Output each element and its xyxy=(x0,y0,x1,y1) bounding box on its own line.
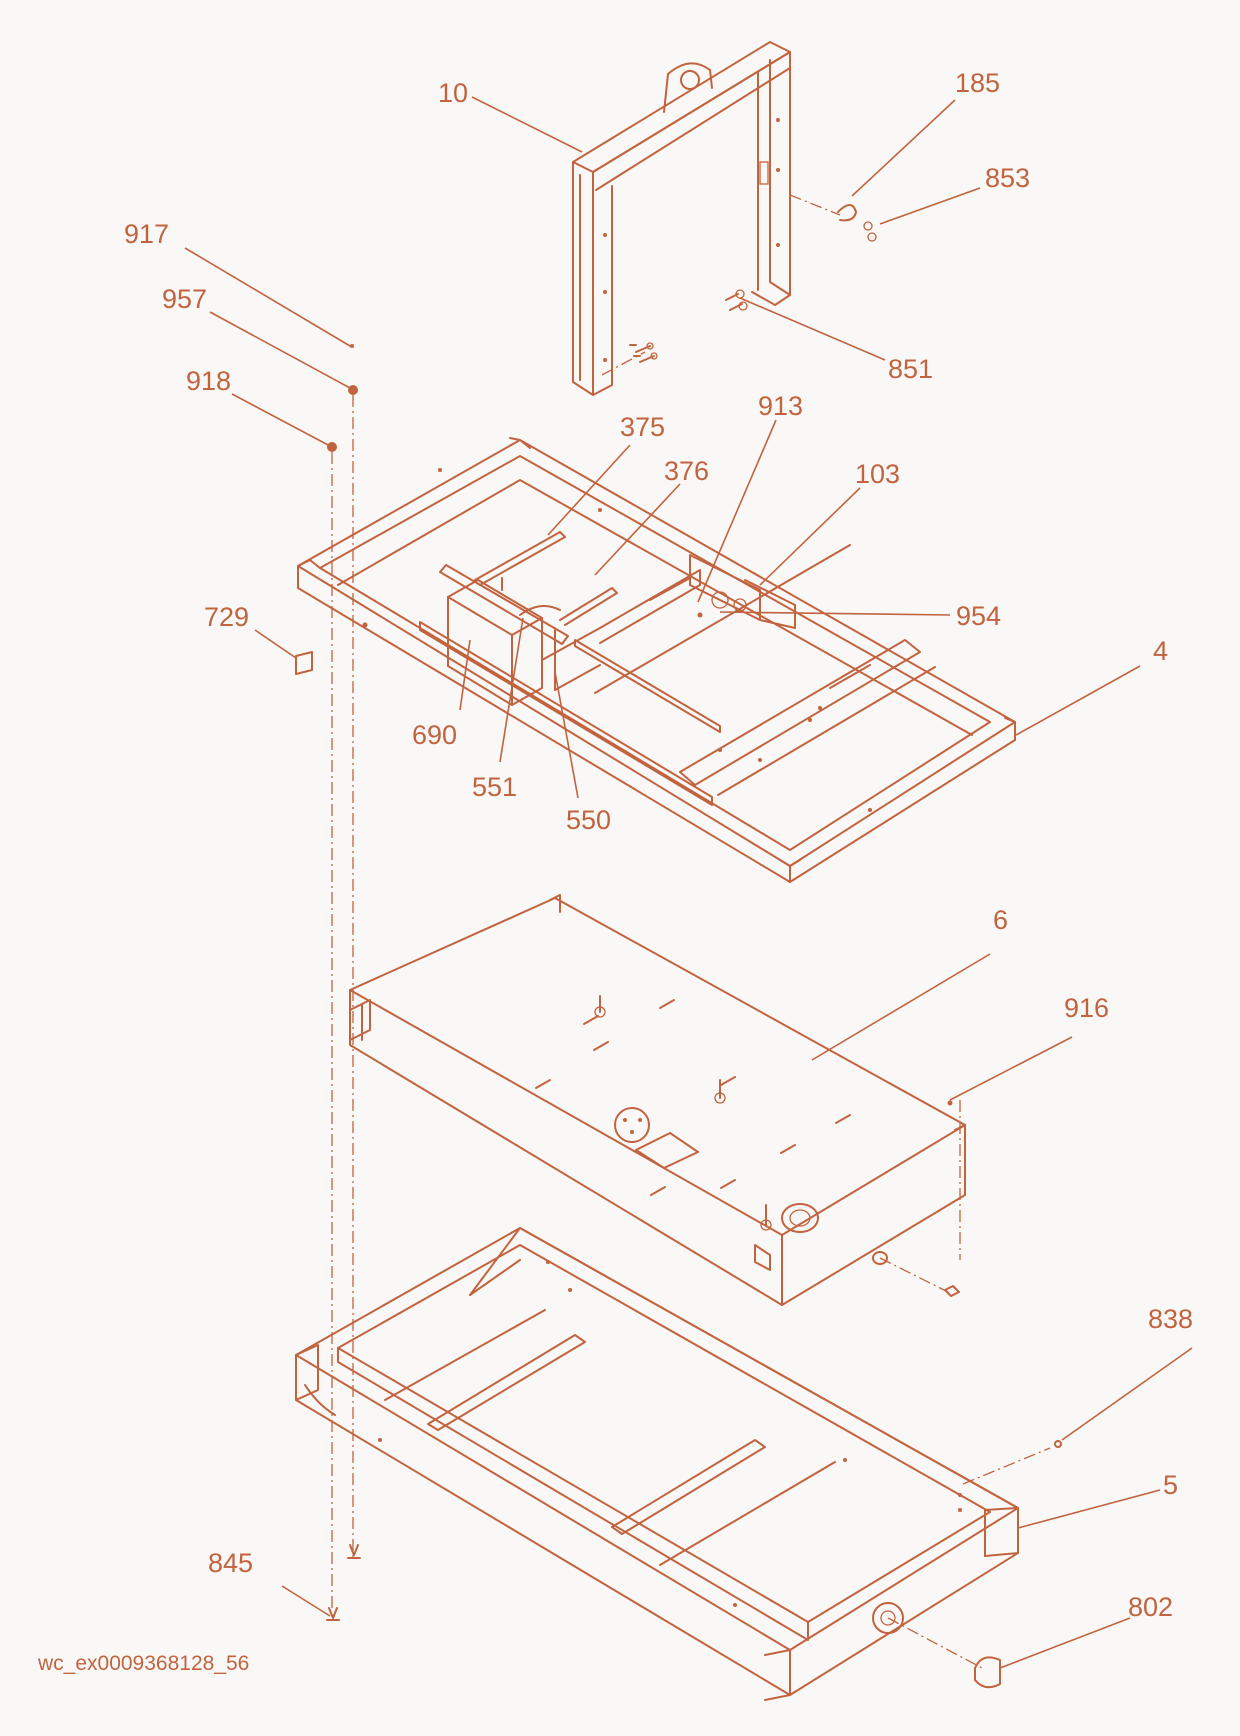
callout-729: 729 xyxy=(204,602,249,632)
callout-5: 5 xyxy=(1163,1470,1178,1500)
callout-6: 6 xyxy=(993,905,1008,935)
reference-code: wc_ex0009368128_56 xyxy=(37,1652,249,1675)
callout-376: 376 xyxy=(664,456,709,486)
callout-labels: 10 185 853 917 957 918 851 375 913 376 1… xyxy=(124,68,1193,1622)
callout-4: 4 xyxy=(1153,636,1168,666)
callout-957: 957 xyxy=(162,284,207,314)
callout-103: 103 xyxy=(855,459,900,489)
callout-916: 916 xyxy=(1064,993,1109,1023)
callout-838: 838 xyxy=(1148,1304,1193,1334)
callout-918: 918 xyxy=(186,366,231,396)
hardware-and-guide-lines xyxy=(295,344,1062,1621)
callout-10: 10 xyxy=(438,78,468,108)
part-6-water-tank xyxy=(349,894,966,1306)
callout-551: 551 xyxy=(472,772,517,802)
part-4-frame-assembly xyxy=(297,437,1016,883)
callout-853: 853 xyxy=(985,163,1030,193)
callout-802: 802 xyxy=(1128,1592,1173,1622)
callout-913: 913 xyxy=(758,391,803,421)
callout-954: 954 xyxy=(956,601,1001,631)
callout-375: 375 xyxy=(620,412,665,442)
callout-845: 845 xyxy=(208,1548,253,1578)
callout-185: 185 xyxy=(955,68,1000,98)
part-10-lifting-frame xyxy=(572,41,877,396)
callout-550: 550 xyxy=(566,805,611,835)
callout-917: 917 xyxy=(124,219,169,249)
leader-lines xyxy=(184,96,1193,1669)
callout-851: 851 xyxy=(888,354,933,384)
part-5-base-frame xyxy=(295,1227,1019,1701)
callout-690: 690 xyxy=(412,720,457,750)
